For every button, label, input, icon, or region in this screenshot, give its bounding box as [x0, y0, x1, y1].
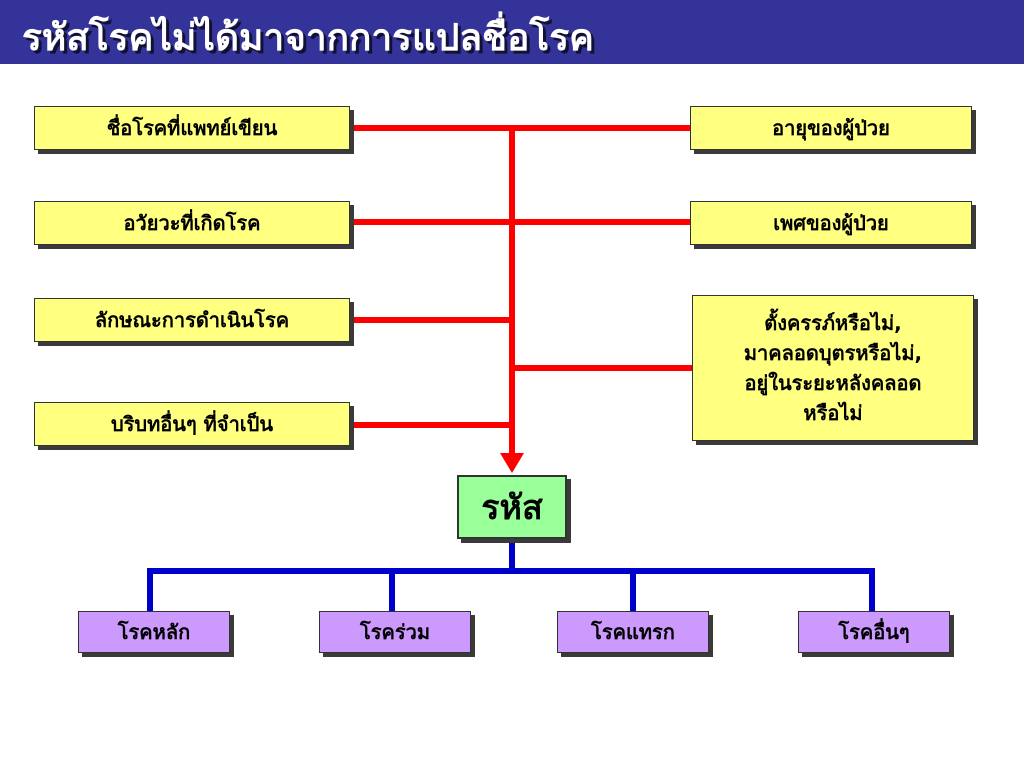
category-other: โรคอื่นๆ — [798, 611, 950, 653]
input-disease-course: ลักษณะการดำเนินโรค — [34, 298, 350, 342]
category-complication: โรคแทรก — [557, 611, 709, 653]
red-arrowhead — [500, 453, 524, 473]
input-patient-sex: เพศของผู้ป่วย — [690, 201, 972, 245]
input-other-context: บริบทอื่นๆ ที่จำเป็น — [34, 402, 350, 446]
input-disease-name: ชื่อโรคที่แพทย์เขียน — [34, 106, 350, 150]
input-organ: อวัยวะที่เกิดโรค — [34, 201, 350, 245]
category-comorbidity: โรคร่วม — [319, 611, 471, 653]
category-principal: โรคหลัก — [78, 611, 230, 653]
input-patient-age: อายุของผู้ป่วย — [690, 106, 972, 150]
code-box: รหัส — [457, 475, 567, 539]
title-bar: รหัสโรคไม่ได้มาจากการแปลชื่อโรค — [0, 0, 1024, 64]
slide-title: รหัสโรคไม่ได้มาจากการแปลชื่อโรค — [22, 16, 594, 59]
red-connectors — [352, 125, 692, 455]
input-pregnancy-status: ตั้งครรภ์หรือไม่, มาคลอดบุตรหรือไม่, อยู… — [692, 295, 974, 441]
blue-connectors — [147, 540, 875, 611]
